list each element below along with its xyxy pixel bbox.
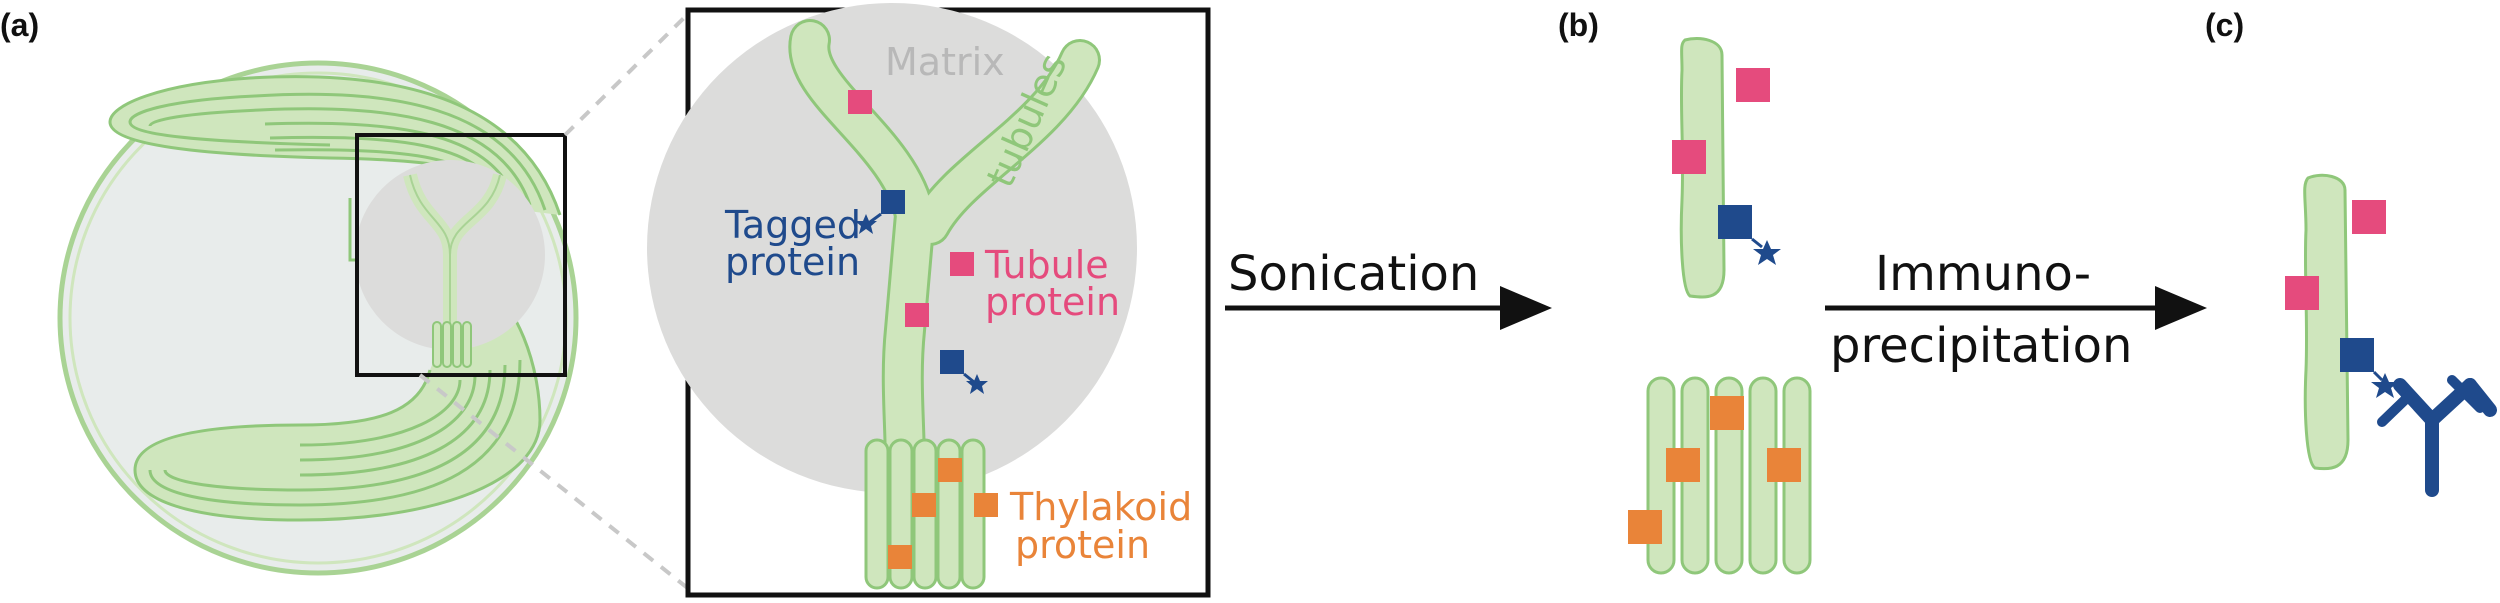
zoomed-detail: Matrix tubules Tagged [647,3,1208,595]
sonication-label: Sonication [1228,246,1479,302]
panel-label-b: (b) [1558,7,1599,43]
panel-label-a: (a) [0,7,39,43]
isolated-tubule-b [1672,39,1781,297]
tagged-protein-marker [940,350,964,374]
thylakoid-protein-label-line2: protein [1015,523,1150,567]
thylakoid-small [433,322,471,367]
chloroplast-overview [60,63,576,573]
tubule-protein-marker [2285,276,2319,310]
tagged-protein-marker [881,190,905,214]
arrow-head-icon [1500,286,1552,330]
matrix-label: Matrix [885,40,1005,84]
thylakoid-protein-marker [912,493,936,517]
tagged-protein-label-line2: protein [725,240,860,284]
tubule-protein-marker [2352,200,2386,234]
thylakoid-protein-marker [1666,448,1700,482]
panel-label-c: (c) [2205,7,2244,43]
thylakoid-protein-marker [888,545,912,569]
immuno-label-line2: precipitation [1830,318,2132,374]
immuno-label-line1: Immuno- [1875,246,2091,302]
zoom-connector-top [565,12,690,135]
thylakoid-protein-marker [974,493,998,517]
tagged-protein-marker [2340,338,2374,372]
tubule-protein-marker [1736,68,1770,102]
tubule-protein-marker [905,303,929,327]
isolated-thylakoid-b [1628,378,1810,573]
tubule-protein-marker [848,90,872,114]
tubule-protein-marker [1672,140,1706,174]
thylakoid-protein-marker [1628,510,1662,544]
thylakoid-protein-marker [938,458,962,482]
arrow-head-icon [2155,286,2207,330]
tubule-protein-marker [950,252,974,276]
thylakoid-protein-marker [1710,396,1744,430]
tubule-protein-label-line2: protein [985,280,1120,324]
antibody-icon [2382,380,2490,490]
tagged-protein-marker [1718,205,1752,239]
immunoprecipitated-tubule-c [2285,175,2490,490]
thylakoid-protein-marker [1767,448,1801,482]
